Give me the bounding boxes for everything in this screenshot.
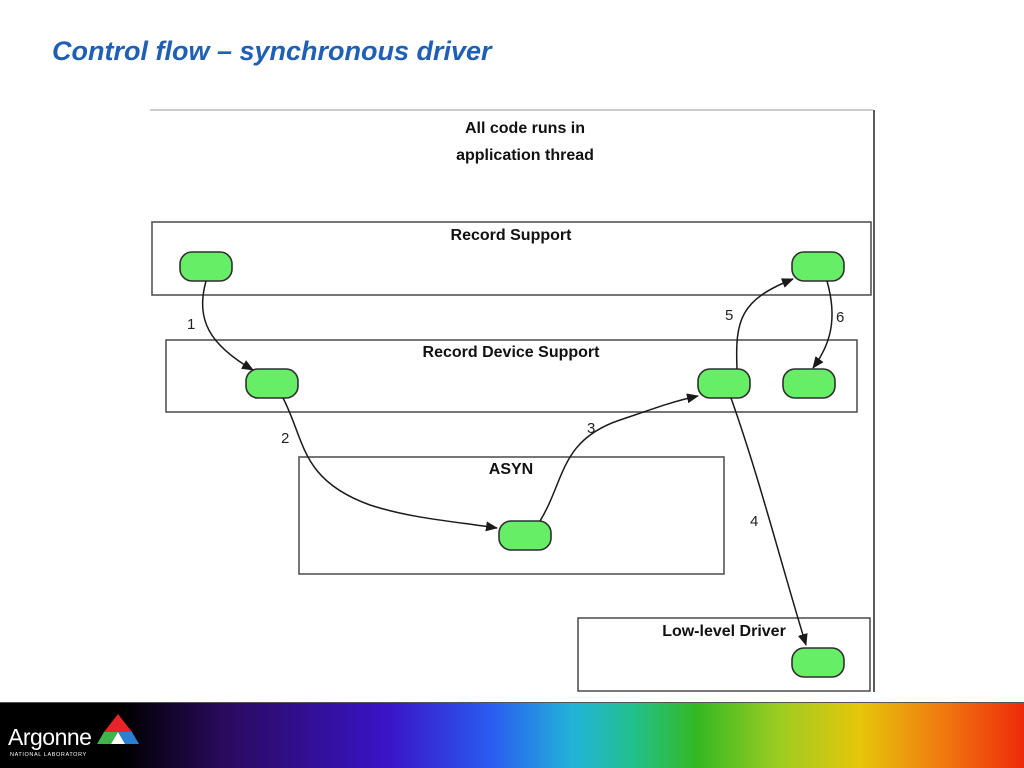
argonne-triangle-icon: [97, 714, 139, 744]
logo-wordmark: Argonne: [8, 724, 92, 750]
record-device-support-box: Record Device Support: [165, 339, 858, 413]
step-label-2: 2: [281, 430, 289, 447]
arrow-step-3: [539, 393, 699, 522]
arrow-step-5: [735, 278, 794, 370]
step-label-6: 6: [836, 309, 844, 326]
asyn-frame: [298, 456, 725, 575]
low-level-driver-box: Low-level Driver: [577, 617, 871, 692]
step-label-1: 1: [187, 316, 195, 333]
control-flow-diagram: All code runs in application thread Reco…: [150, 109, 875, 692]
asyn-node: [498, 520, 552, 551]
device-support-node-a: [245, 368, 299, 399]
asyn-box: ASYN: [298, 456, 725, 575]
arrow-step-2: [282, 397, 498, 532]
slide-title: Control flow – synchronous driver: [52, 36, 492, 66]
record-support-box: Record Support: [151, 221, 872, 296]
record-support-label: Record Support: [451, 227, 573, 244]
footer-spectrum-bar: [0, 703, 1024, 768]
diagram-caption-line-2: application thread: [456, 147, 594, 164]
logo-subtext: NATIONAL LABORATORY: [10, 752, 87, 758]
device-support-node-b: [697, 368, 751, 399]
arrow-step-6: [812, 280, 833, 369]
arrow-step-1: [201, 280, 254, 371]
device-support-node-c: [782, 368, 836, 399]
asyn-label: ASYN: [489, 461, 533, 478]
record-device-support-label: Record Device Support: [423, 344, 601, 361]
step-label-4: 4: [750, 513, 758, 530]
record-support-node-end: [791, 251, 845, 282]
diagram-caption-line-1: All code runs in: [465, 120, 585, 137]
low-level-driver-node: [791, 647, 845, 678]
argonne-logo: Argonne NATIONAL LABORATORY: [8, 712, 148, 762]
step-label-3: 3: [587, 420, 595, 437]
record-support-node-start: [179, 251, 233, 282]
record-support-frame: [151, 221, 872, 296]
low-level-driver-label: Low-level Driver: [662, 623, 786, 640]
arrow-step-4: [730, 397, 808, 646]
step-label-5: 5: [725, 307, 733, 324]
